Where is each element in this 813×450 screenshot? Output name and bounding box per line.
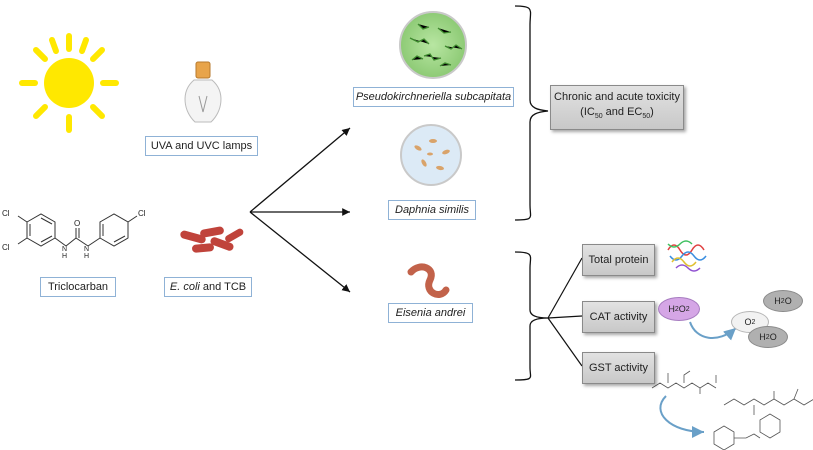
protein-structure-icon [667,240,707,272]
lamp-bulb-icon [184,61,222,123]
daphnia-dish-icon [400,124,462,186]
glutathione-structure [651,370,813,450]
atom-label: Cl [138,209,146,218]
algae-dish-icon [399,11,467,79]
atom-label: Cl [2,209,10,218]
daphnia-label: Daphnia similis [388,200,476,220]
atom-label: Cl [2,243,10,252]
atom-label: O [74,219,81,228]
cat-activity-box: CAT activity [582,301,655,333]
sun-icon [19,33,119,133]
earthworm-label: Eisenia andrei [388,303,473,323]
ecoli-tcb-label: E. coli and TCB [164,277,252,297]
total-protein-box: Total protein [582,244,655,276]
gst-activity-box: GST activity [582,352,655,384]
bacteria-icon [180,226,244,253]
earthworm-icon [407,263,450,298]
triclocarban-label: Triclocarban [40,277,116,297]
uv-lamps-label: UVA and UVC lamps [145,136,258,156]
algae-label: Pseudokirchneriella subcapitata [353,87,514,107]
triclocarban-structure [17,213,138,247]
toxicity-box: Chronic and acute toxicity (IC50 and EC5… [550,85,684,130]
